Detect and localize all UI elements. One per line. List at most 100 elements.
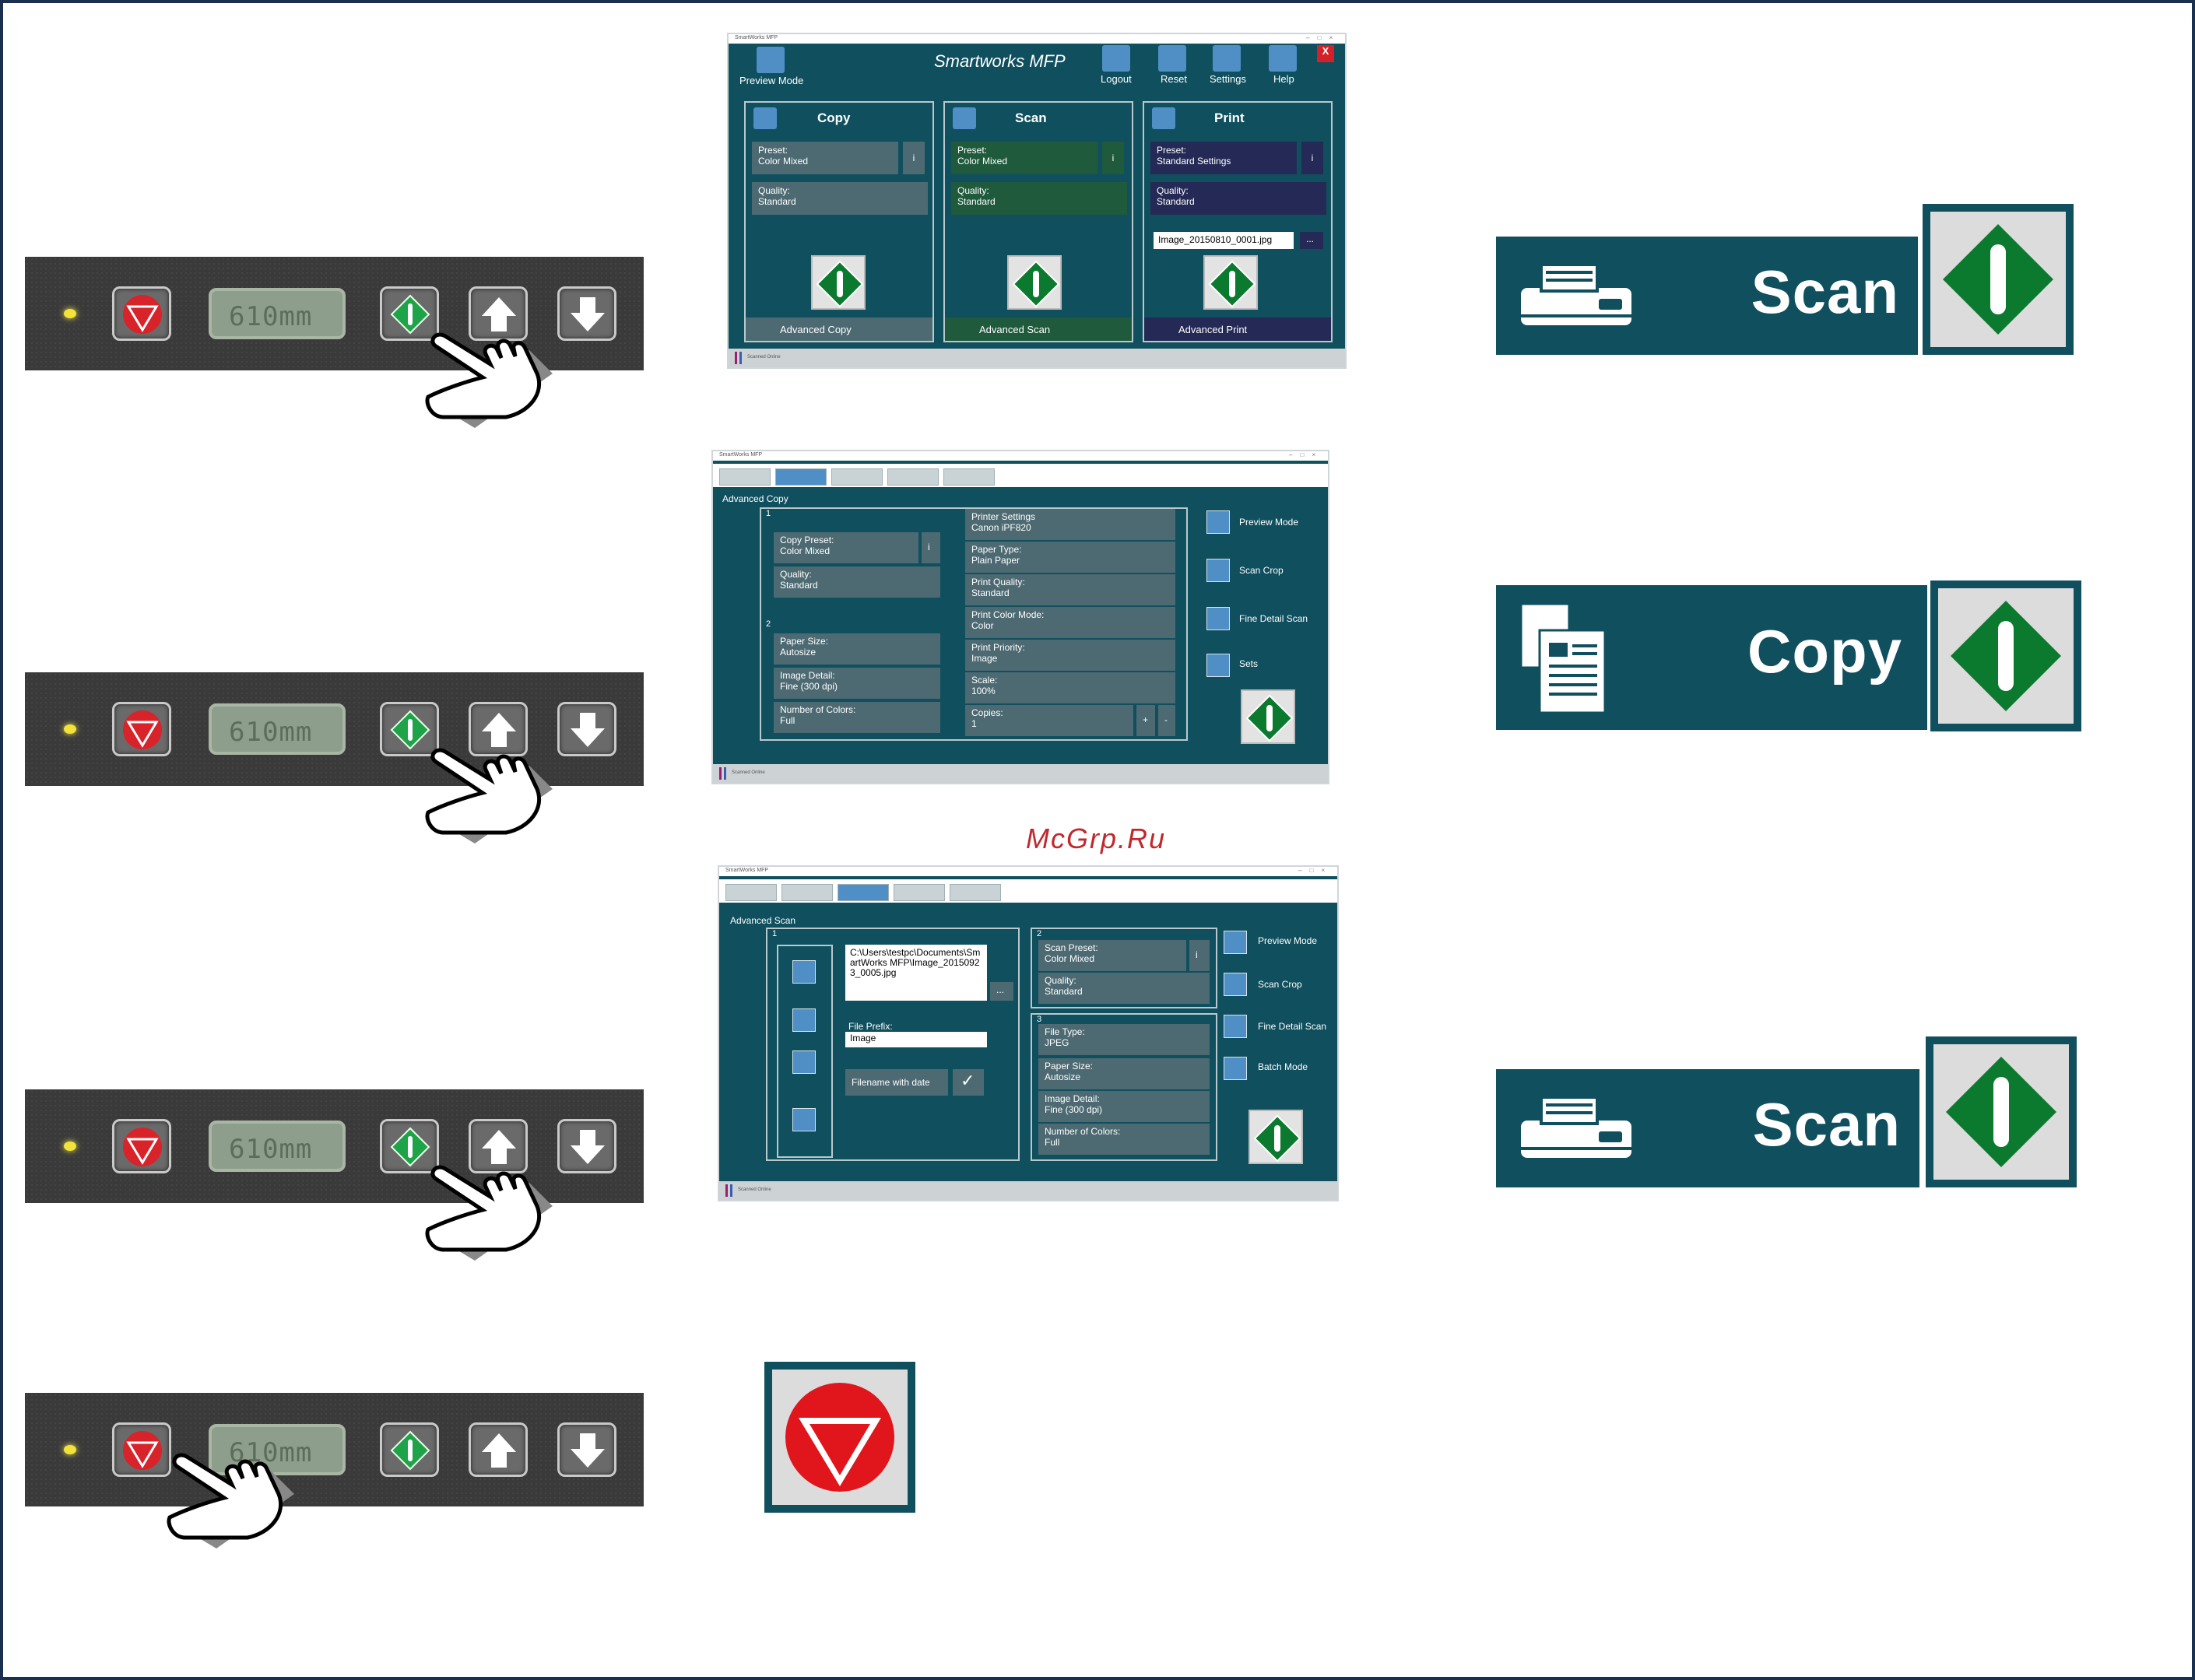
quality-field[interactable]: Quality:Standard [774,566,940,598]
up-button[interactable] [469,286,528,341]
stop-button[interactable] [112,702,171,756]
image-detail-field[interactable]: Image Detail:Fine (300 dpi) [1038,1091,1210,1122]
close-button[interactable]: X [1317,45,1334,62]
go-button[interactable] [1249,1110,1303,1164]
up-button[interactable] [469,1119,528,1173]
batch-mode-label[interactable]: Batch Mode [1258,1061,1308,1072]
tab-settings[interactable] [950,884,1001,901]
fine-detail-scan-icon[interactable] [1224,1015,1247,1038]
tab-copy[interactable] [781,884,833,901]
scan-go-callout-1[interactable] [1923,204,2074,355]
tab-scan[interactable] [838,884,889,901]
print-quality-field[interactable]: Print Quality:Standard [965,574,1175,605]
print-preset-field[interactable]: Preset:Standard Settings [1150,142,1297,174]
copy-quality-field[interactable]: Quality:Standard [752,182,928,215]
preview-mode-label[interactable]: Preview Mode [1258,935,1318,946]
print-info-button[interactable]: i [1301,142,1323,174]
scan-crop-label[interactable]: Scan Crop [1258,979,1302,990]
down-button[interactable] [557,1422,616,1477]
cloud-icon[interactable] [792,1108,816,1131]
print-browse-button[interactable]: ... [1300,232,1323,249]
scale-field[interactable]: Scale:100% [965,672,1175,703]
stop-button[interactable] [112,1422,171,1477]
scan-preset-field[interactable]: Preset:Color Mixed [951,142,1098,174]
email-icon[interactable] [792,1050,816,1074]
down-button[interactable] [557,286,616,341]
scan-crop-label[interactable]: Scan Crop [1239,565,1284,576]
up-button[interactable] [469,1422,528,1477]
go-button[interactable] [380,286,439,341]
copies-plus-button[interactable]: + [1136,705,1155,736]
image-detail-field[interactable]: Image Detail:Fine (300 dpi) [774,668,940,699]
tab-scan[interactable] [831,468,883,486]
copy-go-button[interactable] [811,255,866,310]
go-button[interactable] [1241,689,1295,744]
stop-button[interactable] [112,1119,171,1173]
stop-button[interactable] [112,286,171,341]
save-path-field[interactable]: C:\Users\testpc\Documents\SmartWorks MFP… [845,945,987,1001]
print-go-button[interactable] [1203,255,1258,310]
paper-type-field[interactable]: Paper Type:Plain Paper [965,542,1175,573]
tab-copy[interactable] [775,468,827,486]
tab-home[interactable] [719,468,771,486]
copy-preset-field[interactable]: Preset:Color Mixed [752,142,898,174]
fine-detail-scan-label[interactable]: Fine Detail Scan [1239,613,1308,624]
copies-field[interactable]: Copies:1 [965,705,1133,736]
go-button[interactable] [380,1119,439,1173]
preview-mode-label[interactable]: Preview Mode [1239,517,1299,528]
browse-button[interactable]: ... [990,982,1013,1001]
settings-icon[interactable] [1213,45,1241,72]
print-file-field[interactable]: Image_20150810_0001.jpg [1154,232,1294,249]
tab-home[interactable] [725,884,777,901]
print-quality-field[interactable]: Quality:Standard [1150,182,1326,215]
sets-label[interactable]: Sets [1239,658,1259,669]
tab-settings[interactable] [943,468,995,486]
file-prefix-input[interactable]: Image [845,1032,987,1047]
down-button[interactable] [557,702,616,756]
down-button[interactable] [557,1119,616,1173]
number-of-colors-field[interactable]: Number of Colors:Full [774,702,940,733]
fine-detail-scan-label[interactable]: Fine Detail Scan [1258,1021,1327,1032]
filename-with-date-checkbox[interactable]: ✓ [953,1069,984,1096]
scan-preset-field[interactable]: Scan Preset:Color Mixed [1038,940,1186,971]
copy-info-button[interactable]: i [903,142,925,174]
go-button[interactable] [380,702,439,756]
scan-crop-icon[interactable] [1224,973,1247,996]
copies-minus-button[interactable]: - [1158,705,1175,736]
file-type-field[interactable]: File Type:JPEG [1038,1024,1210,1055]
copy-go-callout[interactable] [1930,580,2081,731]
fine-detail-scan-icon[interactable] [1206,607,1230,630]
stop-button-callout[interactable] [764,1362,915,1513]
scan-quality-field[interactable]: Quality:Standard [951,182,1127,215]
paper-size-field[interactable]: Paper Size:Autosize [774,633,940,665]
paper-size-field[interactable]: Paper Size:Autosize [1038,1058,1210,1089]
quality-field[interactable]: Quality:Standard [1038,973,1210,1004]
sets-icon[interactable] [1206,654,1230,677]
help-icon[interactable] [1269,45,1297,72]
number-of-colors-field[interactable]: Number of Colors:Full [1038,1124,1210,1155]
preview-mode-icon[interactable] [1224,931,1247,954]
preview-mode-icon[interactable] [1206,510,1230,534]
reset-icon[interactable] [1158,45,1186,72]
preview-check-icon[interactable] [792,960,816,984]
batch-mode-icon[interactable] [1224,1057,1247,1080]
go-button[interactable] [380,1422,439,1477]
crop-icon[interactable] [792,1008,816,1032]
preview-mode-icon[interactable] [757,47,785,73]
scan-info-button[interactable]: i [1102,142,1124,174]
scan-preset-info-button[interactable]: i [1189,940,1210,971]
scan-go-button[interactable] [1007,255,1062,310]
up-button[interactable] [469,702,528,756]
advanced-copy-button[interactable]: Advanced Copy [746,317,932,341]
print-color-mode-field[interactable]: Print Color Mode:Color [965,607,1175,638]
copy-preset-field[interactable]: Copy Preset:Color Mixed [774,532,918,563]
print-priority-field[interactable]: Print Priority:Image [965,640,1175,671]
advanced-scan-button[interactable]: Advanced Scan [945,317,1132,341]
scan-crop-icon[interactable] [1206,559,1230,582]
tab-print[interactable] [887,468,939,486]
tab-print[interactable] [894,884,945,901]
advanced-print-button[interactable]: Advanced Print [1144,317,1331,341]
scan-go-callout-2[interactable] [1926,1036,2077,1187]
logout-icon[interactable] [1102,45,1130,72]
